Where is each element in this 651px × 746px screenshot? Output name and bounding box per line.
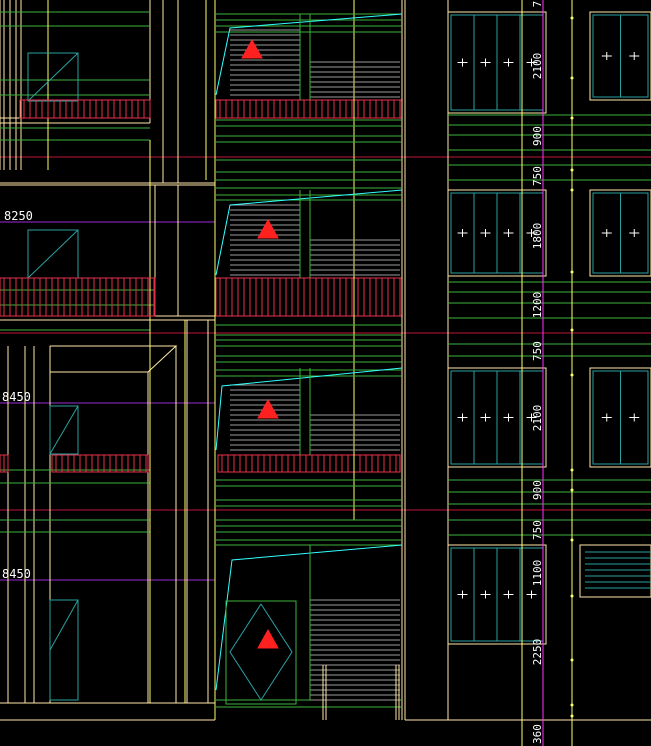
dimension-tick <box>570 538 574 542</box>
dimension-tick <box>570 116 574 120</box>
dim-label-11: 2250 <box>531 639 544 666</box>
dimension-tick <box>570 488 574 492</box>
railing-1a <box>19 99 151 119</box>
dim-label-4: 1800 <box>531 223 544 250</box>
window-diag <box>27 229 79 279</box>
dim-label-1: 2100 <box>531 53 544 80</box>
dim-label-7: 2100 <box>531 405 544 432</box>
dimension-tick <box>570 270 574 274</box>
dim-label-9: 750 <box>531 520 544 540</box>
window-right-1 <box>447 11 547 114</box>
railing-3b <box>51 454 149 473</box>
cyan-slope-4 <box>215 544 403 691</box>
window-diag <box>27 52 79 102</box>
railing-2a <box>0 277 156 317</box>
window-right-4 <box>589 189 651 277</box>
window-right-5 <box>447 367 547 468</box>
dim-label-6: 750 <box>531 341 544 361</box>
window-left-3 <box>49 405 79 455</box>
door-diamond <box>229 603 293 701</box>
window-right-3 <box>447 189 547 277</box>
cyan-slope-3 <box>215 367 403 451</box>
red-triangle-marker <box>257 398 279 419</box>
dimension-tick <box>570 188 574 192</box>
dimension-tick <box>570 328 574 332</box>
dimension-tick <box>570 168 574 172</box>
dim-label-top: 7 <box>531 1 544 8</box>
cyan-slope-1 <box>215 13 403 96</box>
louver-window <box>579 544 651 598</box>
level-label-3: 8450 <box>2 567 31 581</box>
railing-3c <box>217 454 401 473</box>
window-left-4 <box>49 599 79 701</box>
window-right-2 <box>589 11 651 101</box>
dimension-tick <box>570 703 574 707</box>
dimension-tick <box>570 594 574 598</box>
window-right-7 <box>447 544 547 645</box>
dim-label-8: 900 <box>531 480 544 500</box>
dim-label-12: 360 <box>531 724 544 744</box>
window-diag <box>49 599 79 651</box>
lower-frame-chamfer <box>50 345 178 703</box>
dimension-tick <box>570 658 574 662</box>
dimension-tick <box>570 714 574 718</box>
dim-label-5: 1200 <box>531 292 544 319</box>
dim-label-10: 1100 <box>531 560 544 587</box>
red-triangle-marker <box>257 628 279 649</box>
cyan-slope-2 <box>215 189 403 276</box>
dimension-tick <box>570 16 574 20</box>
dim-label-2: 900 <box>531 126 544 146</box>
door-frame <box>225 600 297 705</box>
dim-label-3: 750 <box>531 166 544 186</box>
red-triangle-marker <box>241 38 263 59</box>
dimension-tick <box>570 468 574 472</box>
window-right-6 <box>589 367 651 468</box>
red-triangle-marker <box>257 218 279 239</box>
dimension-tick <box>570 373 574 377</box>
level-label-1: 8250 <box>4 209 33 223</box>
dimension-tick <box>570 76 574 80</box>
level-label-2: 8450 <box>2 390 31 404</box>
window-diag <box>49 405 79 455</box>
window-left-1 <box>27 52 79 102</box>
